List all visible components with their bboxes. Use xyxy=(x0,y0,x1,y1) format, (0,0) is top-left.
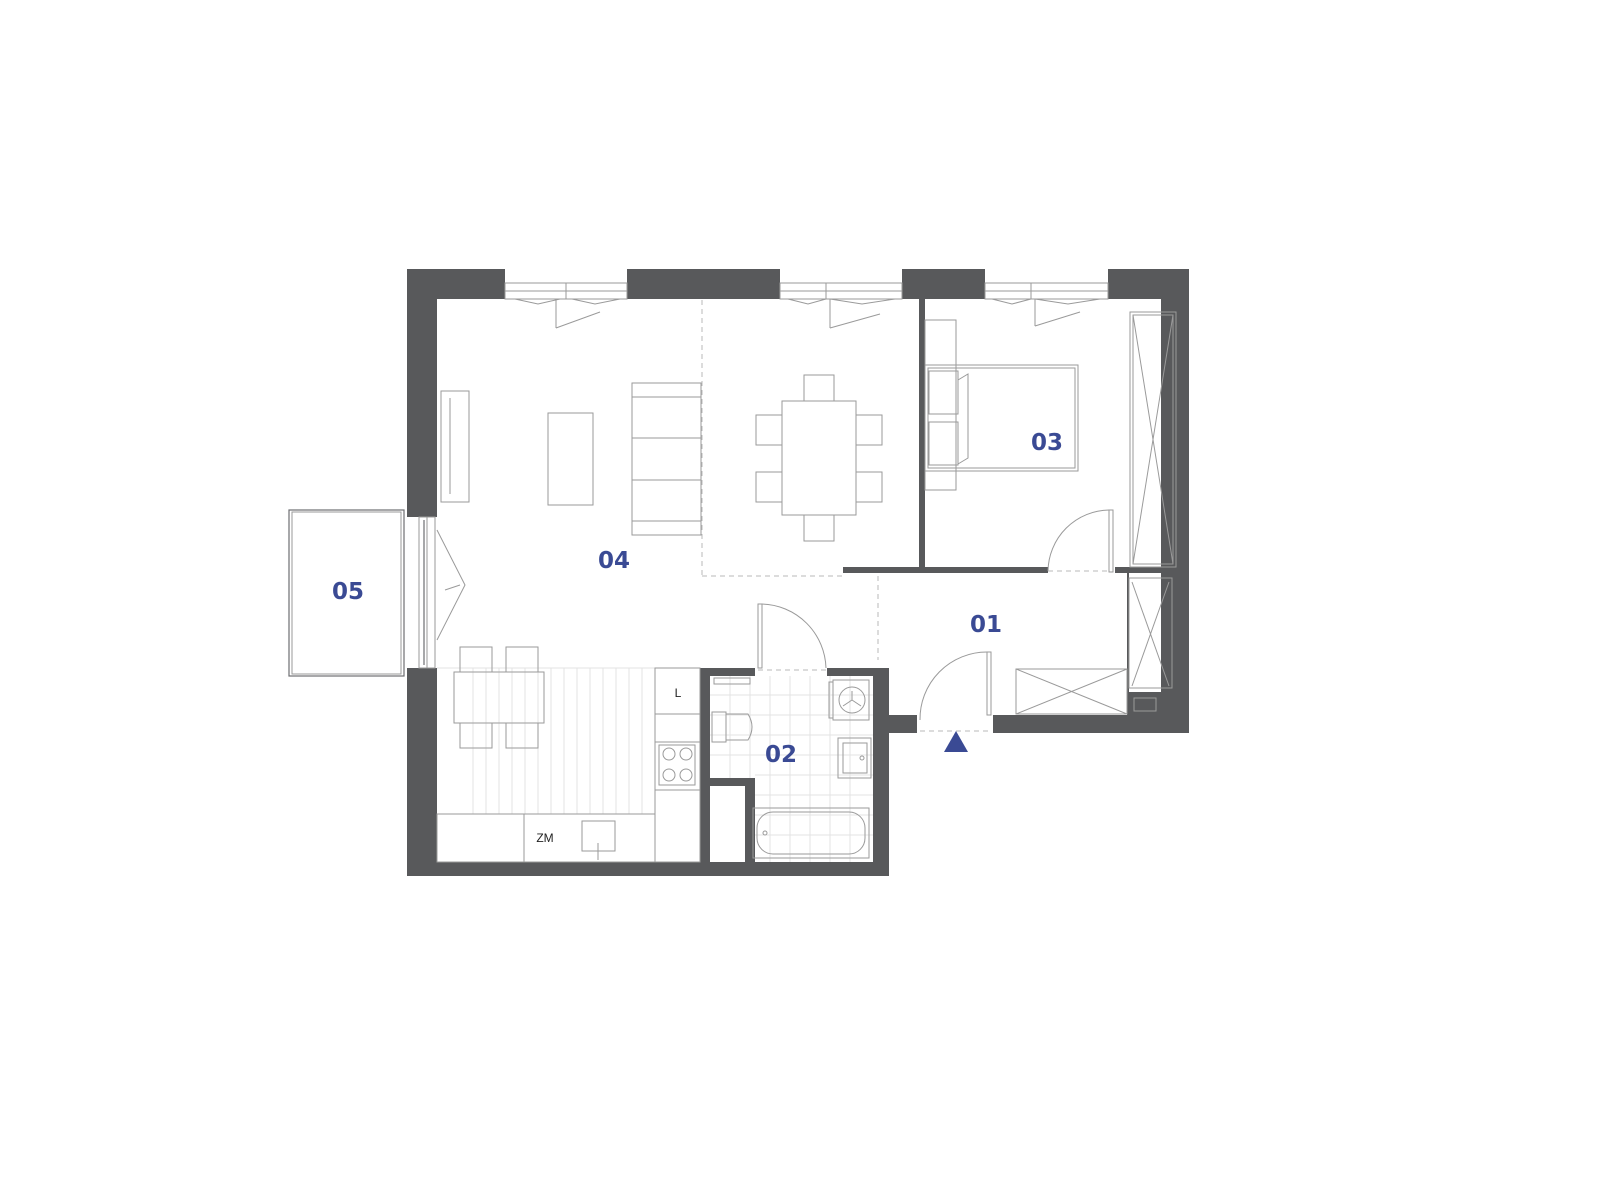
bathroom-door xyxy=(757,603,827,671)
window-2 xyxy=(779,282,903,329)
double-bed xyxy=(924,364,1079,472)
bathroom-floor-grid xyxy=(710,676,873,862)
dining-zone-boundary xyxy=(701,300,843,577)
room-label-05: 05 xyxy=(332,579,364,605)
washing-machine xyxy=(828,679,870,721)
bedroom-wardrobe xyxy=(1129,311,1177,568)
hall-wardrobe xyxy=(1015,577,1173,715)
walls xyxy=(407,269,1189,876)
room-label-03: 03 xyxy=(1031,430,1063,456)
kitchen-sink xyxy=(581,820,616,860)
balcony-door xyxy=(418,516,466,669)
kitchen-cabinet-label: ZM xyxy=(536,831,553,845)
toilet xyxy=(711,711,753,743)
kitchen-table xyxy=(453,646,545,749)
window-1 xyxy=(504,282,628,329)
dining-table xyxy=(755,374,883,542)
fridge-label: L xyxy=(675,686,682,700)
balcony xyxy=(288,509,405,677)
window-3 xyxy=(984,282,1109,327)
entrance-triangle-icon xyxy=(944,731,968,752)
radiator xyxy=(713,677,751,685)
bathroom-sink xyxy=(837,737,872,779)
coffee-table xyxy=(547,412,594,506)
kitchen-counter xyxy=(436,667,701,863)
room-label-02: 02 xyxy=(765,742,797,768)
kitchen-floor-lines xyxy=(437,667,656,814)
entrance-door xyxy=(919,651,992,732)
sofa xyxy=(631,382,702,536)
bedroom-door xyxy=(1047,509,1114,573)
room-label-01: 01 xyxy=(970,612,1002,638)
tv-unit xyxy=(440,390,470,503)
cooktop xyxy=(658,744,696,786)
room-label-04: 04 xyxy=(598,548,630,574)
bathtub xyxy=(752,807,870,859)
